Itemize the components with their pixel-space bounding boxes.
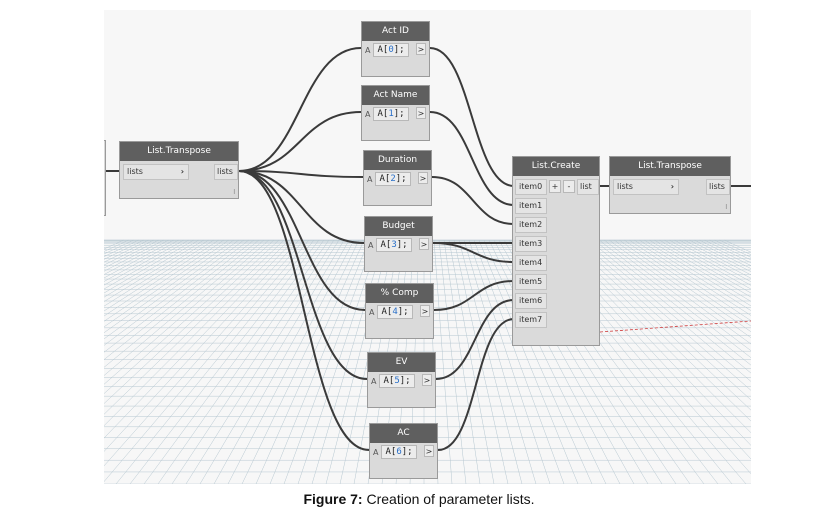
code-editor[interactable]: A[1];: [373, 107, 409, 121]
lacing-indicator: l: [725, 204, 727, 211]
node-title: Duration: [364, 151, 431, 170]
list-transpose-node-left[interactable]: List.Transpose lists › lists l: [119, 141, 239, 199]
chevron-right-icon: ›: [180, 167, 184, 176]
node-title: Act Name: [362, 86, 429, 105]
input-port-lists[interactable]: lists ›: [123, 164, 189, 180]
code-editor[interactable]: A[0];: [373, 43, 409, 57]
code-editor[interactable]: A[6];: [381, 445, 417, 459]
add-input-button[interactable]: +: [549, 180, 561, 193]
list-transpose-node-right[interactable]: List.Transpose lists › lists l: [609, 156, 731, 214]
lacing-indicator: l: [233, 189, 235, 196]
node-title: EV: [368, 353, 435, 372]
output-port-lists[interactable]: lists: [706, 179, 730, 195]
node-title: Budget: [365, 217, 432, 236]
input-port-item3[interactable]: item3: [515, 236, 547, 252]
code-editor[interactable]: A[5];: [379, 374, 415, 388]
offscreen-node-edge: [104, 140, 106, 216]
node-title: List.Transpose: [610, 157, 730, 176]
output-port[interactable]: >: [418, 172, 428, 184]
input-port-a[interactable]: A: [369, 307, 375, 317]
output-port[interactable]: >: [422, 374, 432, 386]
output-port[interactable]: >: [420, 305, 430, 317]
code-editor[interactable]: A[2];: [375, 172, 411, 186]
code-block-ev[interactable]: EV A A[5]; >: [367, 352, 436, 408]
input-port-a[interactable]: A: [368, 240, 374, 250]
code-block-budget[interactable]: Budget A A[3]; >: [364, 216, 433, 272]
node-title: List.Transpose: [120, 142, 238, 161]
remove-input-button[interactable]: -: [563, 180, 575, 193]
input-port-item7[interactable]: item7: [515, 312, 547, 328]
output-port-label: lists: [217, 167, 233, 176]
node-body: lists › lists l: [610, 176, 730, 213]
list-create-node[interactable]: List.Create item0 + - list item1 item2 i…: [512, 156, 600, 346]
code-block-duration[interactable]: Duration A A[2]; >: [363, 150, 432, 206]
input-port-a[interactable]: A: [365, 109, 371, 119]
input-port-a[interactable]: A: [367, 174, 373, 184]
code-block-ac[interactable]: AC A A[6]; >: [369, 423, 438, 479]
chevron-right-icon: ›: [670, 182, 674, 191]
output-port-label: lists: [709, 182, 725, 191]
input-port-item1[interactable]: item1: [515, 198, 547, 214]
input-port-a[interactable]: A: [365, 45, 371, 55]
input-port-item6[interactable]: item6: [515, 293, 547, 309]
figure-caption-text: Creation of parameter lists.: [362, 491, 535, 507]
code-editor[interactable]: A[4];: [377, 305, 413, 319]
code-block-percent-comp[interactable]: % Comp A A[4]; >: [365, 283, 434, 339]
node-title: Act ID: [362, 22, 429, 41]
node-title: AC: [370, 424, 437, 443]
output-port[interactable]: >: [424, 445, 434, 457]
code-editor[interactable]: A[3];: [376, 238, 412, 252]
node-title: % Comp: [366, 284, 433, 303]
output-port[interactable]: >: [419, 238, 429, 250]
input-port-item0[interactable]: item0: [515, 179, 547, 195]
figure-label: Figure 7:: [303, 491, 363, 507]
node-body: lists › lists l: [120, 161, 238, 198]
input-port-a[interactable]: A: [371, 376, 377, 386]
output-port-list[interactable]: list: [577, 179, 599, 195]
node-title: List.Create: [513, 157, 599, 176]
input-port-item5[interactable]: item5: [515, 274, 547, 290]
figure-caption: Figure 7: Creation of parameter lists.: [0, 491, 838, 507]
code-block-act-name[interactable]: Act Name A A[1]; >: [361, 85, 430, 141]
input-port-a[interactable]: A: [373, 447, 379, 457]
input-port-item2[interactable]: item2: [515, 217, 547, 233]
input-port-lists[interactable]: lists ›: [613, 179, 679, 195]
output-port[interactable]: >: [416, 107, 426, 119]
input-port-label: lists: [617, 182, 633, 191]
input-port-label: lists: [127, 167, 143, 176]
connector-wires: [104, 47, 751, 451]
output-port[interactable]: >: [416, 43, 426, 55]
code-block-act-id[interactable]: Act ID A A[0]; >: [361, 21, 430, 77]
dynamo-canvas[interactable]: List.Transpose lists › lists l Act ID A …: [104, 10, 751, 484]
output-port-lists[interactable]: lists: [214, 164, 238, 180]
input-port-item4[interactable]: item4: [515, 255, 547, 271]
